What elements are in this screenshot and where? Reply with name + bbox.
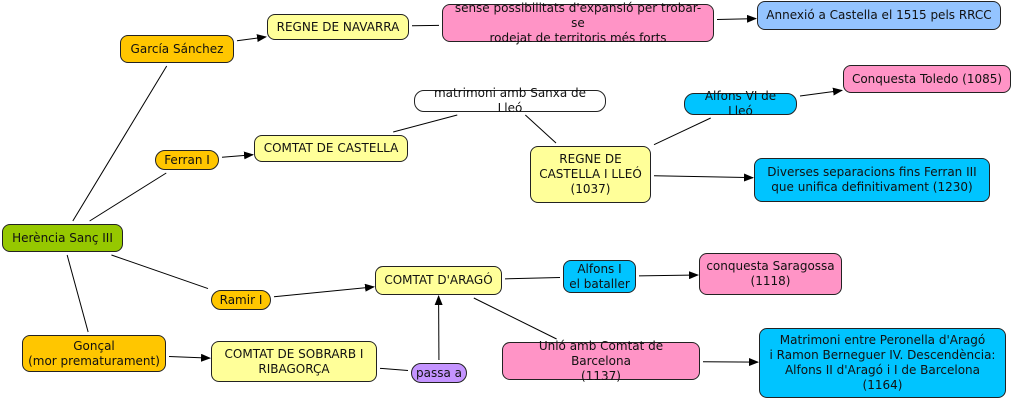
node-garcia-sanchez[interactable]: García Sánchez <box>120 35 234 63</box>
edge-garcia-to-navarra <box>236 34 267 43</box>
edge-goncal-to-sobrarb <box>168 353 211 362</box>
node-regne-de-navarra[interactable]: REGNE DE NAVARRA <box>267 14 409 40</box>
node-passa-a[interactable]: passa a <box>411 363 467 383</box>
edge-root-to-garcia <box>72 65 168 222</box>
edge-matrimoni_sanxa-to-regne_castella_lleo <box>524 114 557 144</box>
node-conquesta-saragossa[interactable]: conquesta Saragossa (1118) <box>699 253 842 295</box>
node-conquesta-toledo[interactable]: Conquesta Toledo (1085) <box>843 65 1011 93</box>
edge-root-to-ramir <box>111 254 209 290</box>
node-ramir-i[interactable]: Ramir I <box>211 290 271 310</box>
node-comtat-de-castella[interactable]: COMTAT DE CASTELLA <box>254 135 408 162</box>
edge-castella-to-matrimoni_sanxa <box>393 114 458 133</box>
edge-root-to-goncal <box>66 254 89 333</box>
node-herencia-sanc-iii[interactable]: Herència Sanç III <box>2 224 123 252</box>
node-annexio-castella[interactable]: Annexió a Castella el 1515 pels RRCC <box>757 1 1001 30</box>
edge-root-to-ferran <box>89 172 167 222</box>
node-matrimoni-peronella-ramon-berenguer[interactable]: Matrimoni entre Peronella d'Aragó i Ramo… <box>759 328 1006 398</box>
node-ferran-i[interactable]: Ferran I <box>155 150 219 170</box>
node-diverses-separacions[interactable]: Diverses separacions fins Ferran III que… <box>754 158 990 202</box>
edge-sense-to-annexio <box>716 14 757 23</box>
node-matrimoni-sanxa-de-lleo[interactable]: matrimoni amb Sanxa de Lleó <box>414 86 606 115</box>
edge-regne_castella_lleo-to-diverses <box>653 173 754 182</box>
node-unio-comtat-de-barcelona[interactable]: Unió amb Comtat de Barcelona (1137) <box>502 339 700 383</box>
node-sense-possibilitats[interactable]: sense possibilitats d'expansió per troba… <box>442 1 714 45</box>
edge-alfons_vi-to-toledo <box>799 87 843 97</box>
edge-ramir-to-arago <box>273 283 375 298</box>
edge-regne_castella_lleo-to-alfons_vi <box>653 117 711 146</box>
edge-sobrarb-to-passa_a <box>379 367 409 372</box>
edge-arago-to-unio_barcelona <box>473 297 557 340</box>
node-regne-castella-i-lleo[interactable]: REGNE DE CASTELLA I LLEÓ (1037) <box>530 146 651 203</box>
node-comtat-de-sobrarb-i-ribagorca[interactable]: COMTAT DE SOBRARB I RIBAGORÇA <box>211 341 377 382</box>
node-comtat-d-arago[interactable]: COMTAT D'ARAGÓ <box>375 266 502 295</box>
node-goncal[interactable]: Gonçal (mor prematurament) <box>22 335 166 372</box>
edge-alfons_i-to-saragossa <box>638 271 699 280</box>
edge-arago-to-alfons_i <box>504 276 561 280</box>
node-alfons-i-el-bataller[interactable]: Alfons I el bataller <box>563 260 636 293</box>
node-alfons-vi-de-lleo[interactable]: Alfons VI de Lleó <box>684 89 797 118</box>
edge-ferran-to-castella <box>221 151 254 160</box>
